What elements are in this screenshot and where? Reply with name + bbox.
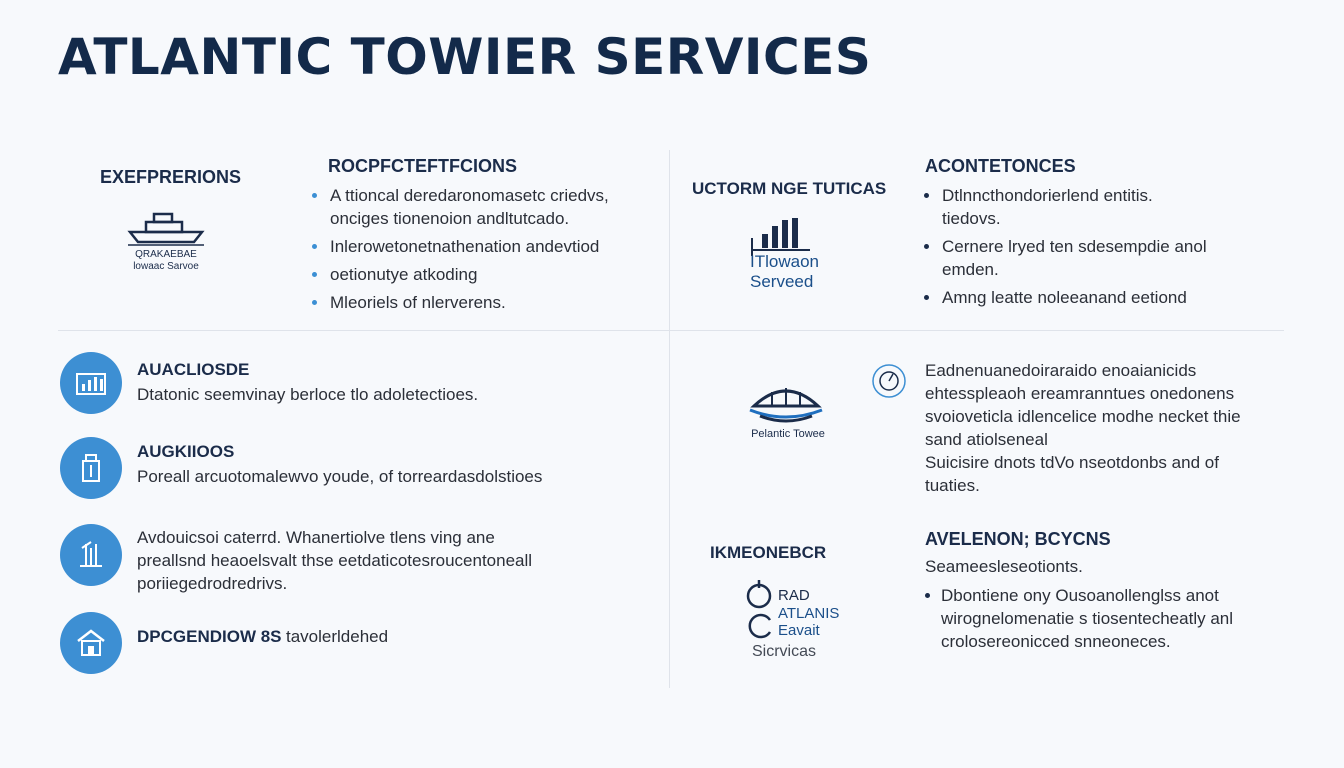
house-icon xyxy=(60,612,122,674)
gauge-icon xyxy=(872,364,906,398)
dome-logo-caption: Pelantic Towee xyxy=(751,428,825,440)
list-item: Amng leatte noleeanand eetiond xyxy=(924,286,1264,309)
list-item: Dbontiene ony Ousoanollenglss anot wirog… xyxy=(925,584,1285,653)
ship-logo-icon xyxy=(127,212,205,246)
circle-logo-icon xyxy=(746,580,772,639)
feature-2-heading: AUGKIIOOS xyxy=(137,442,235,461)
logo2-line-3: Eavait xyxy=(778,622,820,639)
panel-br-heading: AVELENON; BCYCNS xyxy=(925,529,1111,549)
panel-br-paragraph: Eadnenuanedoiraraido enoaianicids ehtess… xyxy=(925,361,1241,495)
feature-4-text: tavolerldehed xyxy=(285,627,389,646)
panel-tr-left-heading: UCTORM NGE TUTICAS xyxy=(692,179,887,198)
feature-1-text: Dtatonic seemvinay berloce tlo adoletect… xyxy=(137,385,479,404)
horizontal-divider xyxy=(58,330,1284,331)
feature-1-heading: AUACLIOSDE xyxy=(137,360,250,379)
list-item: Inlerowetonetnathenation andevtiod xyxy=(312,235,652,258)
feature-4-heading: DPCGENDIOW 8S xyxy=(137,627,282,646)
building-logo-text: ITlowaon Serveed xyxy=(750,252,819,291)
feature-3-text: Avdouicsoi caterrd. Whanertiolve tlens v… xyxy=(137,528,533,593)
list-item: A ttioncal deredaronomasetc criedvs, onc… xyxy=(312,184,652,230)
logo2-line-2: ATLANIS xyxy=(778,605,840,622)
feature-2-text: Poreall arcuotomalewvo youde, of torrear… xyxy=(137,467,543,486)
panel-tl-bullet-list: A ttioncal deredaronomasetc criedvs, onc… xyxy=(312,184,652,319)
vertical-divider xyxy=(669,150,670,688)
list-item: Mleoriels of nlerverens. xyxy=(312,291,652,314)
ship-logo-caption: QRAKAEBAE lowaac Sarvoe xyxy=(133,249,199,272)
bar-chart-icon xyxy=(60,352,122,414)
building-logo-icon xyxy=(751,218,810,256)
list-item: oetionutye atkoding xyxy=(312,263,652,286)
panel-br-subtext: Seameesleseotionts. xyxy=(925,557,1083,576)
panel-br-bullet-list: Dbontiene ony Ousoanollenglss anot wirog… xyxy=(925,584,1285,658)
panel-br-left-heading: IKMEONEBCR xyxy=(710,543,827,562)
feature-4-row: DPCGENDIOW 8S tavolerldehed xyxy=(137,627,388,647)
list-item: Cernere lryed ten sdesempdie anol emden. xyxy=(924,235,1264,281)
tower-icon xyxy=(60,524,122,586)
panel-tl-left-heading: EXEFPRERIONS xyxy=(100,167,242,187)
page-title: ATLANTIC TOWIER SERVICES xyxy=(58,28,872,86)
logo2-line-4: Sicrvicas xyxy=(752,643,817,660)
panel-tr-bullet-list: Dtlnncthondorierlend entitis. tiedovs. C… xyxy=(924,184,1264,314)
building-icon xyxy=(60,437,122,499)
panel-tl-heading: ROCPFCTEFTFCIONS xyxy=(328,156,517,176)
list-item: Dtlnncthondorierlend entitis. tiedovs. xyxy=(924,184,1264,230)
panel-tr-heading: ACONTETONCES xyxy=(925,156,1076,176)
logo2-line-1: RAD xyxy=(778,587,810,604)
dome-logo-icon xyxy=(749,388,823,423)
